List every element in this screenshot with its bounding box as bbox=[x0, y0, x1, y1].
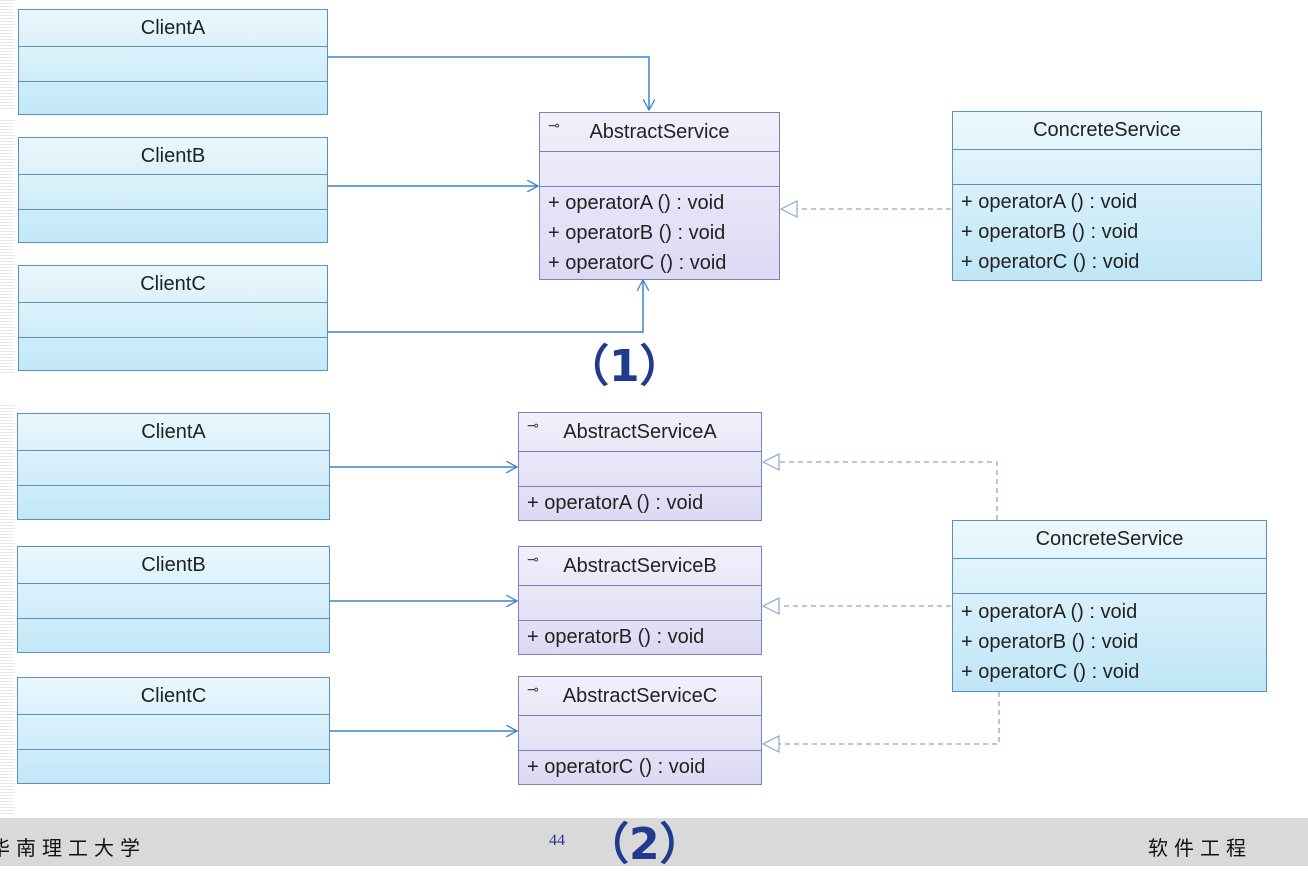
class-concrete-service: ConcreteService + operatorA () : void + … bbox=[952, 111, 1262, 281]
diagram-caption-2: （2） bbox=[585, 819, 704, 870]
page-number: 44 bbox=[549, 832, 565, 849]
operation: + operatorA () : void bbox=[961, 601, 1138, 623]
association-clientc-abstractservice bbox=[328, 280, 643, 333]
diagram-caption-1: （1） bbox=[565, 341, 684, 392]
class-name: ClientA bbox=[140, 16, 206, 39]
footer-course: 软件工程 bbox=[1148, 836, 1252, 860]
class-client-b: ClientB bbox=[18, 137, 328, 243]
association-clienta-abstractservice bbox=[328, 56, 649, 110]
operation: + operatorC () : void bbox=[961, 661, 1140, 683]
class-client-c: ClientC bbox=[17, 677, 330, 784]
operation: + operatorC () : void bbox=[548, 252, 727, 274]
class-abstract-service-c: ⊸ AbstractServiceC + operatorC () : void bbox=[518, 676, 762, 785]
interface-lollipop-icon: ⊸ bbox=[527, 681, 539, 697]
class-client-a: ClientA bbox=[17, 413, 330, 520]
class-abstract-service: ⊸ AbstractService + operatorA () : void … bbox=[539, 112, 780, 280]
class-client-a: ClientA bbox=[18, 9, 328, 115]
footer-university: 华南理工大学 bbox=[0, 836, 146, 860]
operation: + operatorC () : void bbox=[527, 756, 706, 778]
class-name: ConcreteService bbox=[1033, 119, 1181, 141]
left-stripe-decoration bbox=[0, 0, 14, 110]
left-stripe-decoration bbox=[0, 405, 14, 815]
operation: + operatorB () : void bbox=[527, 626, 705, 648]
operation: + operatorB () : void bbox=[961, 631, 1139, 653]
class-name: AbstractService bbox=[589, 120, 730, 143]
class-client-c: ClientC bbox=[18, 265, 328, 371]
class-concrete-service: ConcreteService + operatorA () : void + … bbox=[952, 520, 1267, 692]
class-name: ClientC bbox=[140, 684, 207, 707]
interface-lollipop-icon: ⊸ bbox=[527, 551, 539, 567]
class-name: ClientB bbox=[141, 553, 206, 576]
realization-concrete-abstractc bbox=[763, 692, 1000, 744]
class-name: AbstractServiceB bbox=[563, 554, 717, 577]
operation: + operatorA () : void bbox=[548, 192, 725, 214]
operation: + operatorB () : void bbox=[961, 221, 1139, 243]
class-abstract-service-b: ⊸ AbstractServiceB + operatorB () : void bbox=[518, 546, 762, 655]
footer-bar bbox=[0, 818, 1308, 866]
class-client-b: ClientB bbox=[17, 546, 330, 653]
class-name: ClientA bbox=[141, 420, 206, 443]
class-abstract-service-a: ⊸ AbstractServiceA + operatorA () : void bbox=[518, 412, 762, 521]
operation: + operatorA () : void bbox=[961, 191, 1138, 213]
interface-lollipop-icon: ⊸ bbox=[527, 417, 539, 433]
class-name: ClientB bbox=[140, 144, 206, 167]
class-name: AbstractServiceC bbox=[562, 684, 718, 707]
operation: + operatorA () : void bbox=[527, 492, 704, 514]
class-name: ConcreteService bbox=[1035, 528, 1184, 550]
class-name: ClientC bbox=[140, 272, 206, 295]
class-name: AbstractServiceA bbox=[563, 420, 717, 443]
interface-lollipop-icon: ⊸ bbox=[548, 117, 560, 133]
operation: + operatorC () : void bbox=[961, 251, 1140, 273]
operation: + operatorB () : void bbox=[548, 222, 726, 244]
realization-concrete-abstracta bbox=[763, 462, 998, 520]
left-stripe-decoration bbox=[0, 120, 14, 375]
